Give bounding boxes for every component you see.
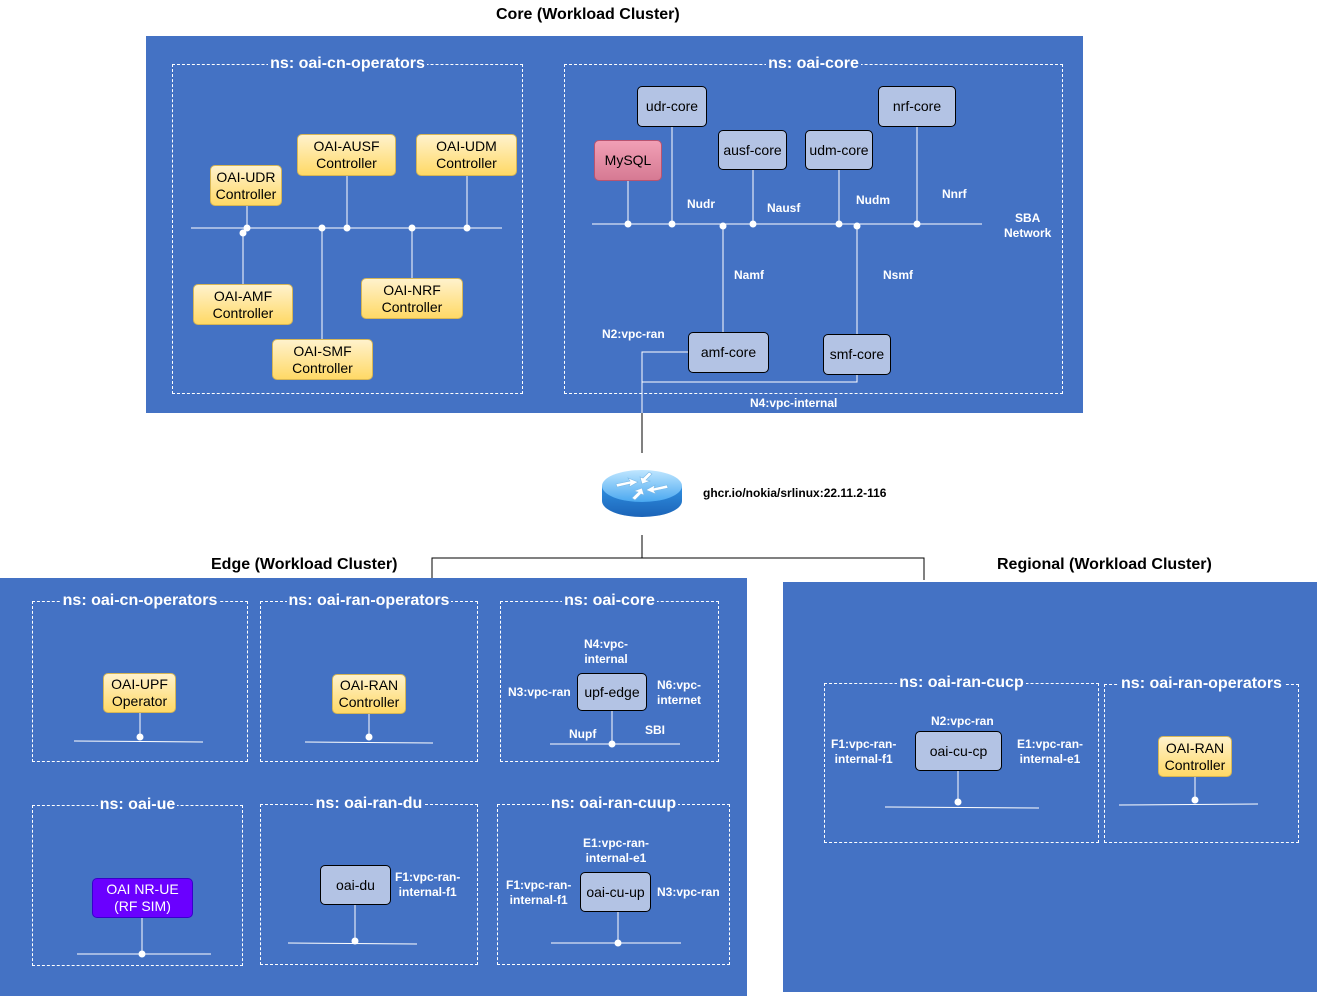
du-f1-label: F1:vpc-ran- internal-f1 bbox=[395, 870, 461, 899]
namf-label: Namf bbox=[734, 268, 765, 282]
upf-n6-label: N6:vpc- internet bbox=[657, 678, 702, 707]
udm-core-node[interactable]: udm-core bbox=[805, 130, 873, 170]
oai-nrf-controller[interactable]: OAI-NRF Controller bbox=[361, 278, 463, 319]
oai-udm-controller[interactable]: OAI-UDM Controller bbox=[416, 134, 517, 176]
nudr-label: Nudr bbox=[687, 197, 715, 211]
edge-cluster bbox=[0, 578, 747, 996]
amf-core-node[interactable]: amf-core bbox=[688, 332, 769, 373]
oai-cu-cp-node[interactable]: oai-cu-cp bbox=[915, 731, 1002, 771]
smf-core-node[interactable]: smf-core bbox=[823, 334, 891, 375]
router-image-label: ghcr.io/nokia/srlinux:22.11.2-116 bbox=[703, 486, 887, 500]
oai-cu-up-node[interactable]: oai-cu-up bbox=[580, 872, 651, 912]
edge-cluster-title: Edge (Workload Cluster) bbox=[211, 556, 398, 573]
cucp-f1-label: F1:vpc-ran- internal-f1 bbox=[831, 737, 897, 766]
mysql-database[interactable]: MySQL bbox=[594, 140, 662, 181]
sbi-label: SBI bbox=[645, 723, 666, 737]
nsmf-label: Nsmf bbox=[883, 268, 914, 282]
upf-n4-label: N4:vpc- internal bbox=[584, 637, 629, 666]
oai-du-node[interactable]: oai-du bbox=[320, 865, 391, 905]
router-icon[interactable] bbox=[600, 466, 684, 520]
sba-network-label: SBA Network bbox=[1004, 211, 1052, 240]
junction-dots bbox=[136, 220, 1199, 958]
cuup-n3-label: N3:vpc-ran bbox=[657, 885, 720, 899]
oai-nr-ue[interactable]: OAI NR-UE (RF SIM) bbox=[92, 878, 193, 918]
cuup-f1-label: F1:vpc-ran- internal-f1 bbox=[506, 878, 572, 907]
nnrf-label: Nnrf bbox=[942, 187, 967, 201]
cuup-e1-label: E1:vpc-ran- internal-e1 bbox=[583, 836, 650, 865]
oai-amf-controller[interactable]: OAI-AMF Controller bbox=[193, 284, 293, 325]
cucp-e1-label: E1:vpc-ran- internal-e1 bbox=[1017, 737, 1084, 766]
regional-cluster bbox=[783, 582, 1317, 992]
nudm-label: Nudm bbox=[856, 193, 890, 207]
regional-cluster-title: Regional (Workload Cluster) bbox=[997, 556, 1212, 573]
ausf-core-node[interactable]: ausf-core bbox=[718, 130, 787, 170]
oai-ausf-controller[interactable]: OAI-AUSF Controller bbox=[297, 134, 396, 176]
upf-edge-node[interactable]: upf-edge bbox=[577, 673, 647, 711]
n4-vpc-internal-label: N4:vpc-internal bbox=[750, 396, 838, 410]
core-cluster-title: Core (Workload Cluster) bbox=[496, 6, 680, 23]
nrf-core-node[interactable]: nrf-core bbox=[878, 86, 956, 127]
cucp-n2-label: N2:vpc-ran bbox=[931, 714, 994, 728]
udr-core-node[interactable]: udr-core bbox=[637, 86, 707, 127]
oai-smf-controller[interactable]: OAI-SMF Controller bbox=[272, 339, 373, 380]
nausf-label: Nausf bbox=[767, 201, 801, 215]
oai-ran-controller-edge[interactable]: OAI-RAN Controller bbox=[332, 674, 406, 714]
upf-n3-label: N3:vpc-ran bbox=[508, 685, 571, 699]
oai-ran-controller-regional[interactable]: OAI-RAN Controller bbox=[1158, 736, 1232, 777]
n2-vpc-ran-label: N2:vpc-ran bbox=[602, 327, 665, 341]
oai-upf-operator[interactable]: OAI-UPF Operator bbox=[103, 673, 176, 713]
oai-udr-controller[interactable]: OAI-UDR Controller bbox=[210, 165, 282, 206]
nupf-label: Nupf bbox=[569, 727, 597, 741]
